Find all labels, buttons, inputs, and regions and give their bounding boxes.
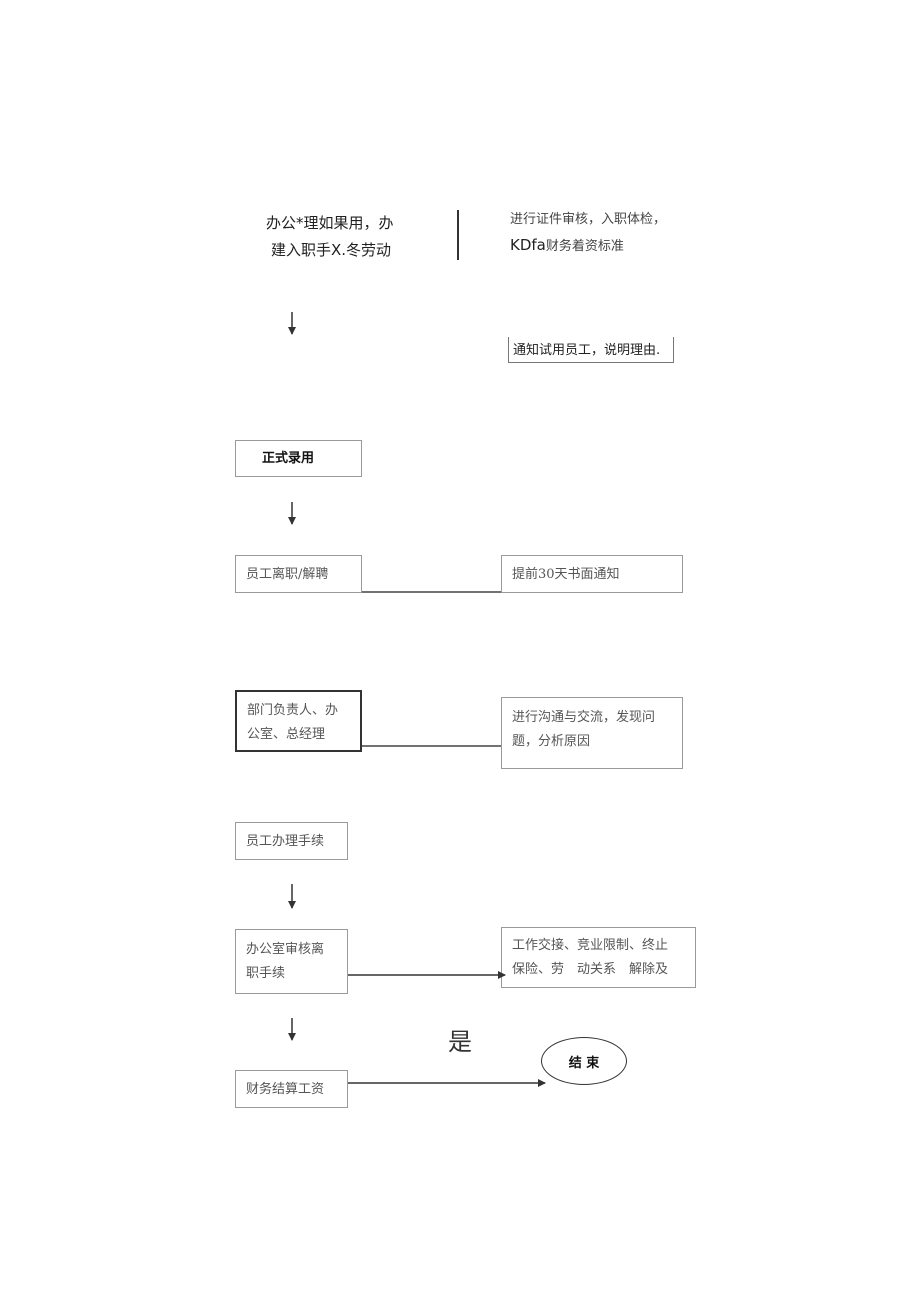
notice-trial-box: 通知试用员工，说明理由. — [508, 337, 674, 363]
top-right-line1: 进行证件审核，入职体检， — [510, 212, 667, 227]
notice-trial-label: 通知试用员工，说明理由. — [513, 343, 661, 358]
resign-box: 员工离职/解聘 — [235, 555, 362, 593]
office-review-box: 办公室审核离 职手续 — [235, 929, 348, 994]
kdfa-text: KDfa — [510, 236, 546, 254]
dept-head-box: 部门负责人、办 公室、总经理 — [235, 690, 362, 752]
formal-hire-label: 正式录用 — [262, 451, 315, 466]
handover-line2: 保险、劳 动关系 解除及 — [512, 962, 669, 977]
dept-head-line1: 部门负责人、办 — [247, 703, 339, 718]
yes-label: 是 — [448, 1028, 472, 1056]
finance-standard-text: 财务着资标准 — [545, 239, 624, 254]
handover-box: 工作交接、竞业限制、终止 保险、劳 动关系 解除及 — [501, 927, 696, 988]
handover-line1: 工作交接、竞业限制、终止 — [512, 938, 669, 953]
communicate-line1: 进行沟通与交流，发现问 — [512, 710, 656, 725]
communicate-line2: 题，分析原因 — [512, 734, 591, 749]
finance-settlement-box: 财务结算工资 — [235, 1070, 348, 1108]
finance-settlement-label: 财务结算工资 — [246, 1082, 325, 1097]
end-node: 结 束 — [541, 1037, 627, 1085]
notice-30-days-box: 提前30天书面通知 — [501, 555, 683, 593]
employee-procedure-label: 员工办理手续 — [246, 834, 325, 849]
office-review-line2: 职手续 — [246, 966, 286, 981]
end-label: 结 束 — [568, 1056, 600, 1071]
communicate-box: 进行沟通与交流，发现问 题，分析原因 — [501, 697, 683, 769]
notice-30-days-label: 提前30天书面通知 — [512, 567, 620, 582]
dept-head-line2: 公室、总经理 — [247, 727, 326, 742]
top-right-line2: KDfa财务着资标准 — [510, 236, 624, 254]
formal-hire-box: 正式录用 — [235, 440, 362, 477]
top-left-line1: 办公*理如果用，办 — [266, 214, 394, 232]
office-review-line1: 办公室审核离 — [246, 942, 325, 957]
top-divider — [457, 210, 459, 260]
resign-label: 员工离职/解聘 — [246, 567, 329, 582]
top-left-line2: 建入职手X.冬劳动 — [271, 241, 392, 259]
employee-procedure-box: 员工办理手续 — [235, 822, 348, 860]
